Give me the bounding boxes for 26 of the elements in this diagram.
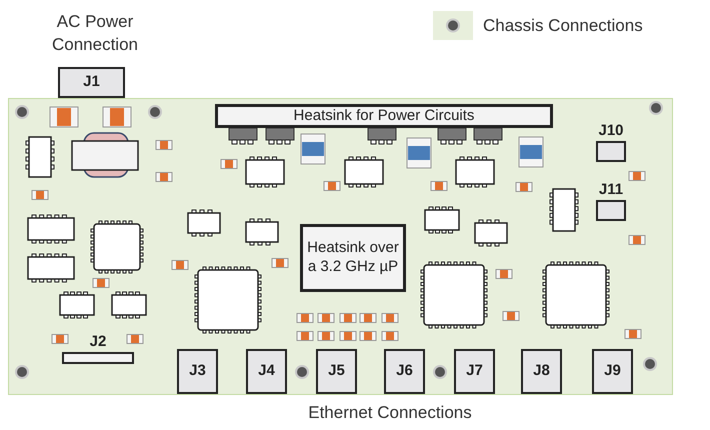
- connector-label: J4: [257, 362, 276, 381]
- connector-box: [454, 349, 495, 394]
- connector-label: J1: [82, 73, 101, 92]
- connector-label: J7: [465, 362, 484, 381]
- connector-label: J10: [598, 122, 624, 141]
- connector-box: [592, 349, 633, 394]
- heatsink-box: [215, 104, 553, 128]
- connector-label: J6: [395, 362, 414, 381]
- connector-label: J2: [90, 333, 106, 352]
- connector-label: J5: [327, 362, 346, 381]
- connector-box: [384, 349, 425, 394]
- heatsink-label: Heatsink over a 3.2 GHz µP: [306, 239, 400, 277]
- connector-box: [246, 349, 287, 394]
- connector-label: J3: [188, 362, 207, 381]
- ethernet-connections-label: Ethernet Connections: [307, 402, 473, 424]
- legend-label: Chassis Connections: [483, 14, 643, 37]
- connector-label: J9: [603, 362, 622, 381]
- heatsink-box: [300, 224, 406, 292]
- connector-box: [521, 349, 562, 394]
- heatsink-label: Heatsink for Power Circuits: [292, 106, 476, 126]
- connector-box: [177, 349, 218, 394]
- connector-label: J8: [532, 362, 551, 381]
- connector-box: [58, 67, 125, 98]
- power-connection-label: AC Power Connection: [50, 11, 139, 56]
- connector-label: J11: [598, 181, 624, 200]
- connector-box: [316, 349, 357, 394]
